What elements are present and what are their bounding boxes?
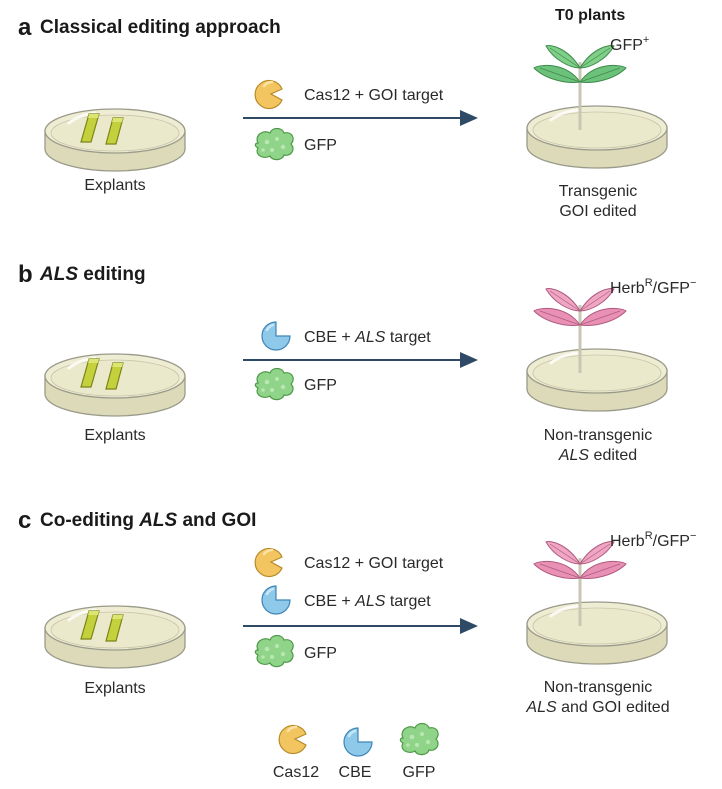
panel-b-letter: b (18, 261, 33, 288)
panel-a-letter: a (18, 14, 32, 41)
gfp-icon (254, 127, 294, 161)
panel-c-title: Co-editing ALS and GOI (40, 510, 256, 531)
result-a-line1: Transgenic (559, 183, 638, 200)
legend: Cas12 CBE GFP (273, 722, 439, 781)
cbe-icon (260, 320, 292, 352)
cas12-icon (253, 547, 284, 578)
panel-a-title: Classical editing approach (40, 17, 281, 38)
gfp-icon (254, 367, 294, 401)
reagent-b-1: CBE + ALS target (304, 329, 431, 346)
reagent-c-1: Cas12 + GOI target (304, 555, 444, 572)
reagent-c-3: GFP (304, 645, 337, 662)
legend-label-cbe: CBE (339, 764, 372, 781)
cas12-icon (277, 724, 308, 755)
reagent-b-2: GFP (304, 377, 337, 394)
gfp-icon (399, 722, 439, 756)
cbe-icon (342, 726, 374, 758)
result-a-line2: GOI edited (559, 203, 636, 220)
panel-c: c Co-editing ALS and GOI Explants Cas12 … (18, 507, 696, 716)
cas12-icon (253, 79, 284, 110)
explants-label-b: Explants (84, 427, 145, 444)
result-c-line1: Non-transgenic (544, 679, 653, 696)
legend-label-cas12: Cas12 (273, 764, 319, 781)
legend-label-gfp: GFP (403, 764, 436, 781)
plant-label-b: HerbR/GFP− (610, 277, 696, 297)
result-b-line2: ALS edited (558, 447, 637, 464)
petri-dish-plant-a (525, 104, 669, 170)
petri-dish-plant-b (525, 347, 669, 413)
reagent-a-1: Cas12 + GOI target (304, 87, 444, 104)
result-c-line2: ALS and GOI edited (525, 699, 669, 716)
reagent-a-2: GFP (304, 137, 337, 154)
explants-label-a: Explants (84, 177, 145, 194)
panel-b-title: ALS editing (39, 264, 146, 285)
gfp-icon (254, 634, 294, 668)
cbe-icon (260, 584, 292, 616)
t0-plants-header: T0 plants (555, 7, 625, 24)
panel-c-letter: c (18, 507, 31, 534)
explants-label-c: Explants (84, 680, 145, 697)
petri-dish-plant-c (525, 600, 669, 666)
result-b-line1: Non-transgenic (544, 427, 653, 444)
reagent-c-2: CBE + ALS target (304, 593, 431, 610)
plant-label-c: HerbR/GFP− (610, 530, 696, 550)
panel-b: b ALS editing Explants CBE + ALS target … (18, 261, 696, 464)
panel-a: a Classical editing approach Explants Ca… (18, 14, 669, 220)
plant-label-a: GFP+ (610, 34, 649, 54)
